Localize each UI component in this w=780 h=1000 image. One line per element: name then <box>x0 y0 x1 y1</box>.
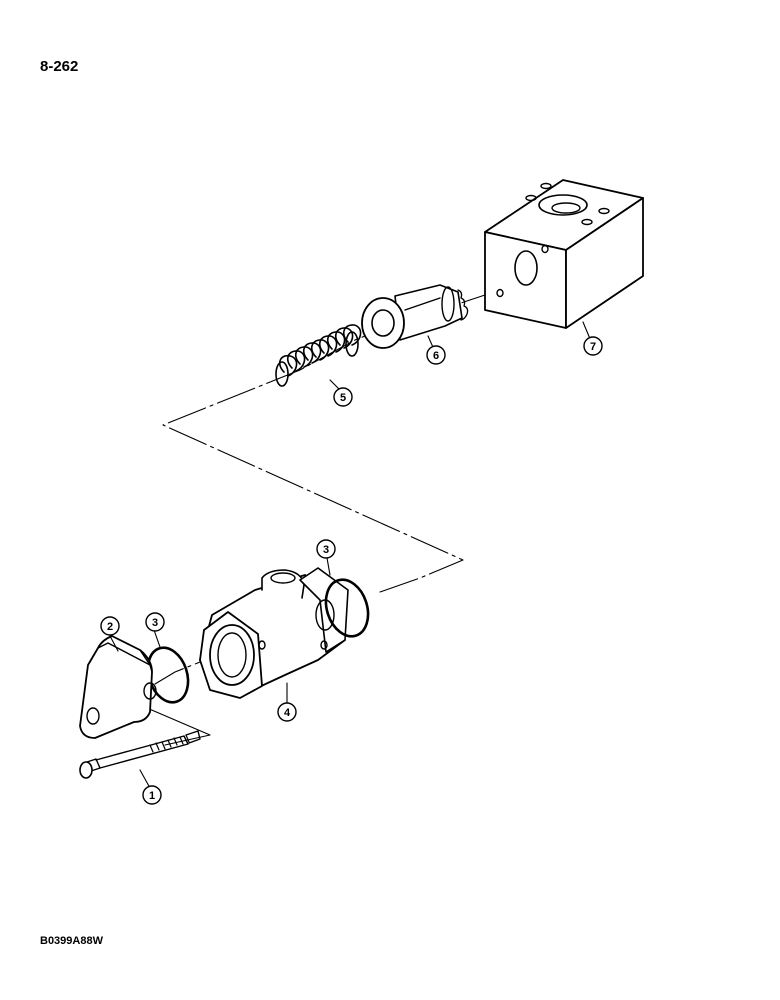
callout-leaders <box>109 321 594 789</box>
callout-circle-6 <box>426 345 446 365</box>
valve-housing <box>199 567 349 699</box>
spool-sleeve <box>361 284 469 349</box>
callout-circle-4 <box>277 702 297 722</box>
callout-label-3-right: 3 <box>323 544 329 556</box>
valve-body-block <box>484 179 644 329</box>
callout-labels: 1 2 3 3 4 5 6 7 <box>107 341 596 802</box>
page-number: 8-262 <box>40 58 79 75</box>
callout-circle-1 <box>142 785 162 805</box>
figure-code: B0399A88W <box>40 935 103 947</box>
callout-label-7: 7 <box>590 341 596 353</box>
callout-label-2: 2 <box>107 621 113 633</box>
assembly-centerline <box>139 289 501 746</box>
callout-label-5: 5 <box>340 392 346 404</box>
callout-circle-7 <box>583 336 603 356</box>
callout-circle-2 <box>100 616 120 636</box>
callout-circle-5 <box>333 387 353 407</box>
callout-label-3-left: 3 <box>152 617 158 629</box>
callout-label-1: 1 <box>149 790 155 802</box>
cap-screw <box>79 730 201 779</box>
callout-label-4: 4 <box>284 707 291 719</box>
callout-circles <box>100 336 603 805</box>
o-ring-right <box>324 578 370 638</box>
callout-circle-3-left <box>145 612 165 632</box>
callout-circle-3-right <box>316 539 336 559</box>
callout-label-6: 6 <box>433 350 439 362</box>
end-cover <box>79 635 157 739</box>
spring <box>275 324 362 387</box>
